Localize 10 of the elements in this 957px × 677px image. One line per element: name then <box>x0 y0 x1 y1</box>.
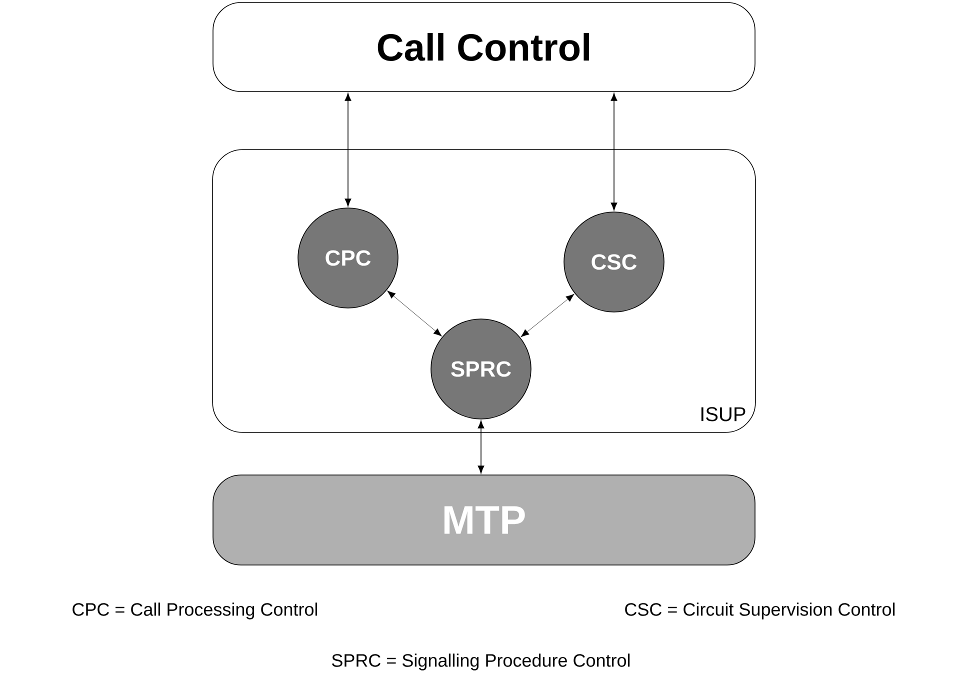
arrow <box>610 93 618 210</box>
arrow <box>520 294 574 338</box>
legend-text: CPC = Call Processing Control <box>72 602 318 620</box>
layer-box: MTP <box>212 474 756 566</box>
arrow <box>387 290 442 336</box>
legend-text: SPRC = Signalling Procedure Control <box>332 654 630 670</box>
legend-text: CSC = Circuit Supervision Control <box>625 602 895 620</box>
arrow <box>478 420 484 474</box>
arrow <box>344 93 352 206</box>
layer-box: Call Control <box>212 2 756 92</box>
